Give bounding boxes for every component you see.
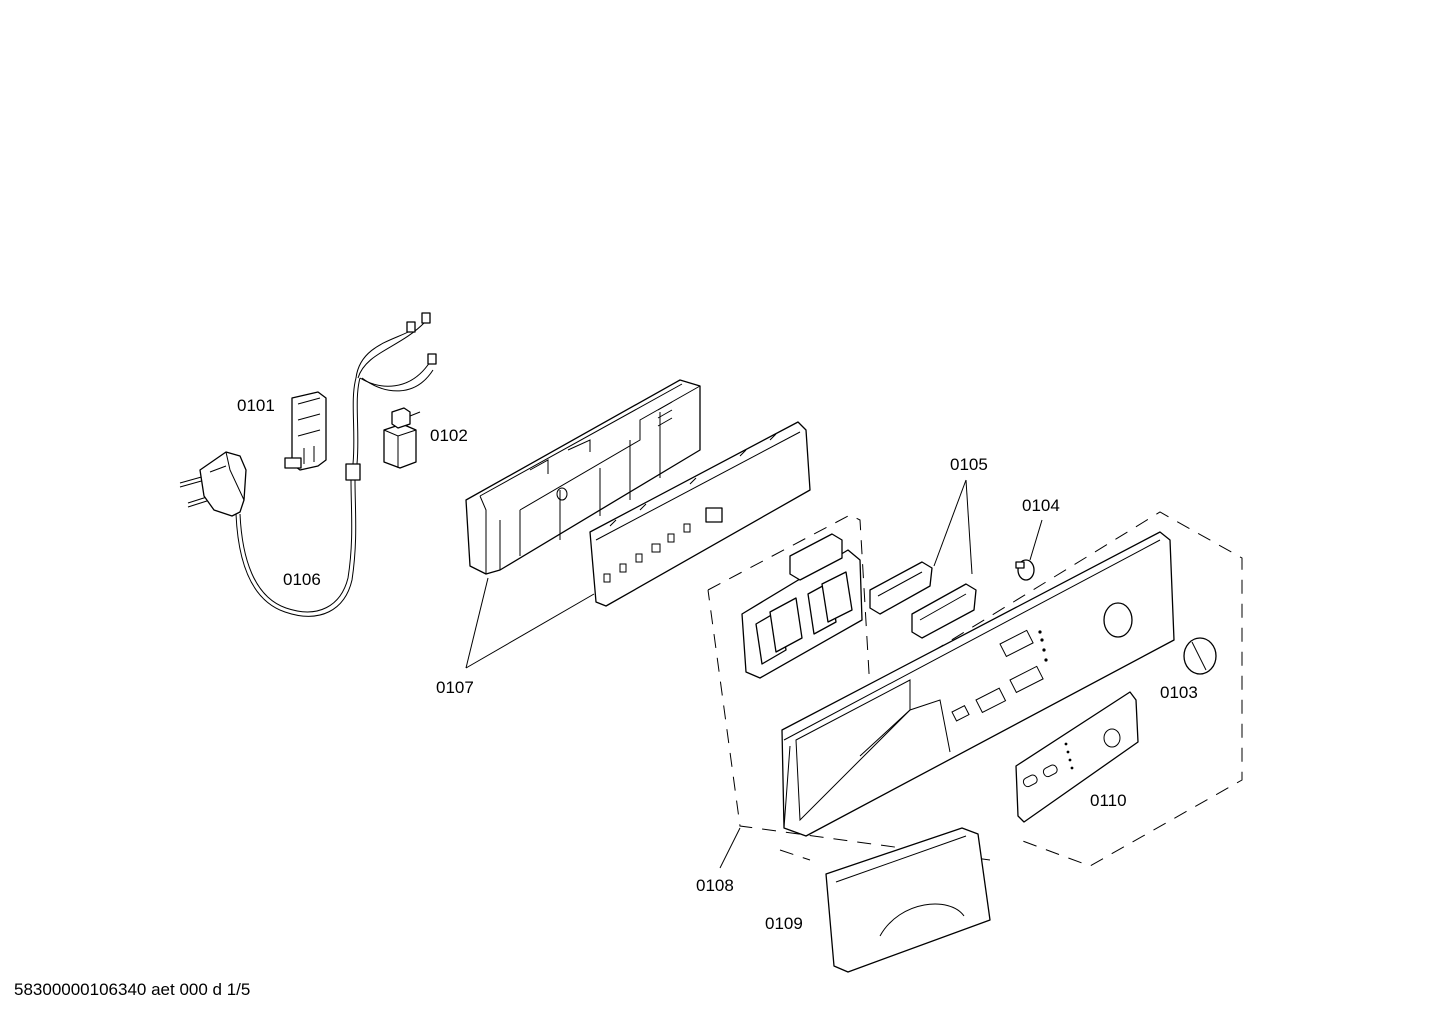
panel-label-part-0110 <box>1015 691 1139 823</box>
callout-0101: 0101 <box>237 396 275 415</box>
button-cap-part-0105b <box>911 583 977 639</box>
callout-0108: 0108 <box>696 876 734 895</box>
callout-0104: 0104 <box>1022 496 1060 515</box>
program-knob-part-0103 <box>1183 637 1217 675</box>
callout-0109: 0109 <box>765 914 803 933</box>
leader-lines <box>465 479 1043 869</box>
bracket-part-0101 <box>284 391 327 471</box>
drawer-panel-part-0109 <box>825 827 991 973</box>
button-cap-part-0105a <box>869 561 933 615</box>
module-frame-part-0107 <box>465 379 701 575</box>
fascia-panel-part-0108 <box>781 531 1175 837</box>
suppressor-part-0102 <box>383 407 421 469</box>
callout-0103: 0103 <box>1160 683 1198 702</box>
document-code-footer: 58300000106340 aet 000 d 1/5 <box>14 980 251 999</box>
knob-shaft-part-0104 <box>1015 559 1035 581</box>
callout-0102: 0102 <box>430 426 468 445</box>
mains-cable-with-plug <box>179 312 437 617</box>
callout-0107: 0107 <box>436 678 474 697</box>
button-block-part-0105 <box>741 533 863 679</box>
callout-0105: 0105 <box>950 455 988 474</box>
callout-0106: 0106 <box>283 570 321 589</box>
callout-0110: 0110 <box>1090 791 1127 810</box>
circuit-board-part-0107 <box>589 421 811 607</box>
